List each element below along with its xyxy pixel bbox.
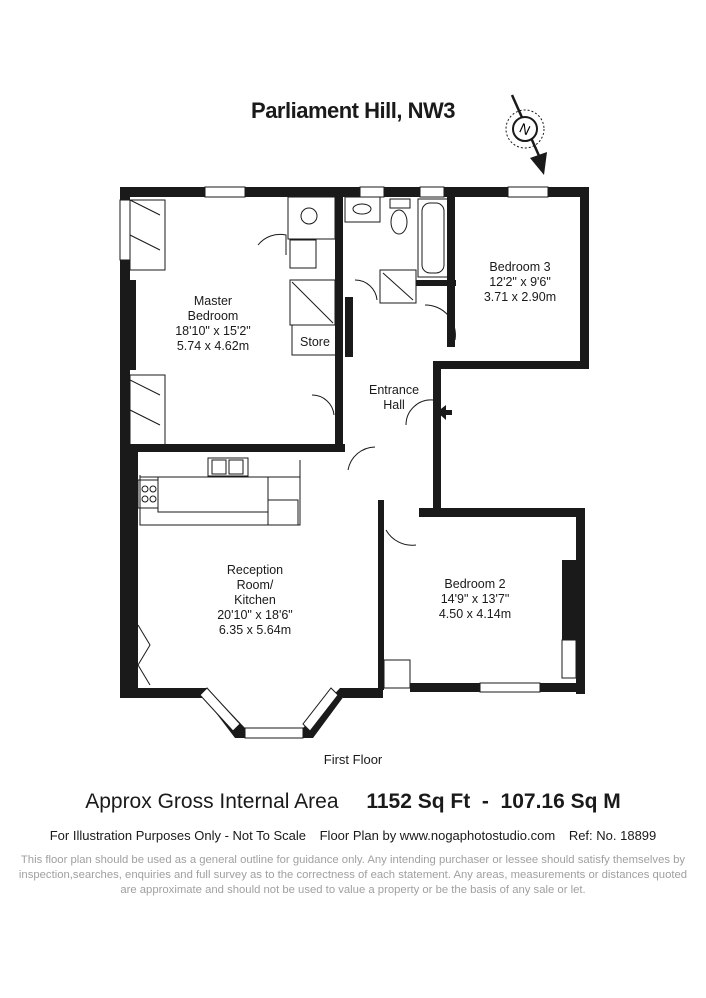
room-dimensions-imperial: 18'10" x 15'2"	[175, 324, 251, 338]
room-name: Entrance	[368, 383, 420, 397]
reference-number: Ref: No. 18899	[568, 828, 657, 843]
room-bedroom-3: Bedroom 3 12'2" x 9'6" 3.71 x 2.90m	[465, 260, 575, 305]
disclaimer-text: This floor plan should be used as a gene…	[18, 854, 688, 896]
room-name: Bedroom 3	[489, 260, 551, 274]
illustration-note: For Illustration Purposes Only - Not To …	[49, 828, 306, 843]
room-store: Store	[300, 335, 330, 349]
fixtures	[129, 196, 456, 689]
room-master-bedroom: Master Bedroom 18'10" x 15'2" 5.74 x 4.6…	[158, 294, 268, 354]
gross-area-value: 1152 Sq Ft - 107.16 Sq M	[366, 790, 621, 813]
north-arrow-icon: N	[505, 94, 547, 175]
room-name: Room/	[236, 578, 274, 592]
floor-label: First Floor	[323, 752, 383, 767]
room-dimensions-metric: 3.71 x 2.90m	[483, 290, 557, 304]
room-dimensions-metric: 4.50 x 4.14m	[438, 607, 512, 621]
room-dimensions-imperial: 12'2" x 9'6"	[489, 275, 551, 289]
room-dimensions-metric: 5.74 x 4.62m	[176, 339, 250, 353]
windows	[119, 186, 577, 739]
room-name: Kitchen	[234, 593, 276, 607]
room-name: Reception	[226, 563, 284, 577]
gross-area-label: Approx Gross Internal Area	[85, 790, 339, 813]
room-name: Bedroom	[187, 309, 239, 323]
info-line: For Illustration Purposes Only - Not To …	[0, 828, 706, 843]
room-name: Master	[193, 294, 233, 308]
room-dimensions-metric: 6.35 x 5.64m	[218, 623, 292, 637]
room-name: Bedroom 2	[444, 577, 506, 591]
room-name: Hall	[383, 398, 405, 412]
room-dimensions-imperial: 20'10" x 18'6"	[217, 608, 293, 622]
room-entrance-hall: Entrance Hall	[356, 383, 432, 413]
entrance-arrow-icon	[437, 405, 452, 420]
gross-area: Approx Gross Internal Area 1152 Sq Ft - …	[0, 790, 706, 814]
plan-title: Parliament Hill, NW3	[251, 98, 455, 123]
room-bedroom-2: Bedroom 2 14'9" x 13'7" 4.50 x 4.14m	[415, 577, 535, 622]
room-reception-kitchen: Reception Room/ Kitchen 20'10" x 18'6" 6…	[200, 563, 310, 638]
room-dimensions-imperial: 14'9" x 13'7"	[440, 592, 510, 606]
credit-note: Floor Plan by www.nogaphotostudio.com	[319, 828, 556, 843]
